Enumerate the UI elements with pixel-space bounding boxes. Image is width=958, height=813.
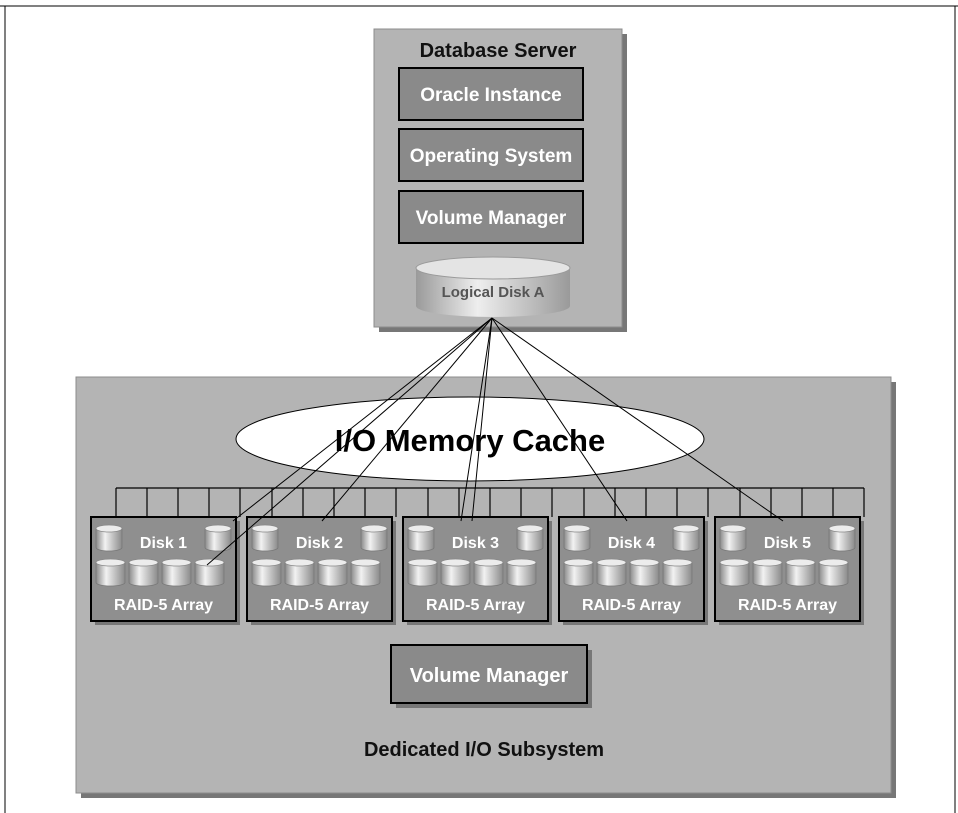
disk-cylinder-icon	[161, 558, 192, 587]
connection-line	[491, 317, 628, 522]
logical-disk-connection-lines	[206, 317, 784, 566]
disk-cylinder-icon	[719, 524, 747, 552]
connection-line	[321, 317, 493, 522]
raid-array-disk-3: Disk 3 RAID-5 Array	[402, 516, 552, 625]
disk-cylinder-icon	[596, 558, 627, 587]
raid-array-disk-2: Disk 2 RAID-5 Array	[246, 516, 396, 625]
disk-label: Disk 2	[296, 535, 343, 552]
connection-line	[232, 317, 493, 522]
disk-cylinder-icon	[473, 558, 504, 587]
layer-label: Operating System	[410, 146, 573, 167]
disk-cylinder-icon	[828, 524, 856, 552]
server-layer-oracle-instance: Oracle Instance	[398, 67, 584, 121]
array-bus-lines	[115, 487, 865, 517]
raid-type-label: RAID-5 Array	[582, 597, 681, 614]
raid-array-disk-1: Disk 1 RAID-5 Array	[90, 516, 240, 625]
disk-cylinder-icon	[563, 524, 591, 552]
disk-cylinder-icon	[752, 558, 783, 587]
disk-cylinder-icon	[204, 524, 232, 552]
disk-cylinder-icon	[785, 558, 816, 587]
connection-line	[471, 317, 493, 522]
connection-line	[460, 317, 493, 522]
raid-array-disk-4: Disk 4 RAID-5 Array	[558, 516, 708, 625]
logical-disk-a-icon: Logical Disk A	[415, 256, 571, 317]
io-memory-cache-label: I/O Memory Cache	[335, 423, 605, 458]
disk-cylinder-icon	[251, 524, 279, 552]
database-server-title: Database Server	[420, 40, 577, 62]
io-subsystem-title: Dedicated I/O Subsystem	[364, 739, 604, 761]
disk-cylinder-icon	[506, 558, 537, 587]
disk-cylinder-icon	[251, 558, 282, 587]
subsystem-volume-manager: Volume Manager	[390, 644, 592, 708]
disk-label: Disk 4	[608, 535, 655, 552]
disk-cylinder-icon	[516, 524, 544, 552]
disk-cylinder-icon	[563, 558, 594, 587]
disk-label: Disk 3	[452, 535, 499, 552]
disk-cylinder-icon	[662, 558, 693, 587]
connection-line	[206, 317, 493, 566]
layer-label: Oracle Instance	[420, 85, 562, 106]
server-layer-volume-manager: Volume Manager	[398, 190, 584, 244]
raid-type-label: RAID-5 Array	[738, 597, 837, 614]
raid-array-disk-5: Disk 5 RAID-5 Array	[714, 516, 864, 625]
disk-cylinder-icon	[360, 524, 388, 552]
disk-cylinder-icon	[317, 558, 348, 587]
disk-cylinder-icon	[128, 558, 159, 587]
disk-cylinder-icon	[629, 558, 660, 587]
disk-cylinder-icon	[719, 558, 750, 587]
disk-label: Disk 1	[140, 535, 187, 552]
disk-cylinder-icon	[284, 558, 315, 587]
disk-cylinder-icon	[818, 558, 849, 587]
disk-cylinder-icon	[672, 524, 700, 552]
connection-line	[491, 317, 784, 522]
disk-cylinder-icon	[95, 558, 126, 587]
disk-cylinder-icon	[440, 558, 471, 587]
disk-cylinder-icon	[350, 558, 381, 587]
disk-cylinder-icon	[407, 558, 438, 587]
raid-type-label: RAID-5 Array	[426, 597, 525, 614]
disk-cylinder-icon	[95, 524, 123, 552]
raid-type-label: RAID-5 Array	[270, 597, 369, 614]
subsystem-volume-manager-label: Volume Manager	[410, 665, 569, 687]
disk-cylinder-icon	[407, 524, 435, 552]
logical-disk-label: Logical Disk A	[442, 284, 545, 301]
io-memory-cache: I/O Memory Cache	[235, 396, 705, 482]
raid-type-label: RAID-5 Array	[114, 597, 213, 614]
disk-label: Disk 5	[764, 535, 811, 552]
server-layer-operating-system: Operating System	[398, 128, 584, 182]
layer-label: Volume Manager	[416, 208, 567, 229]
